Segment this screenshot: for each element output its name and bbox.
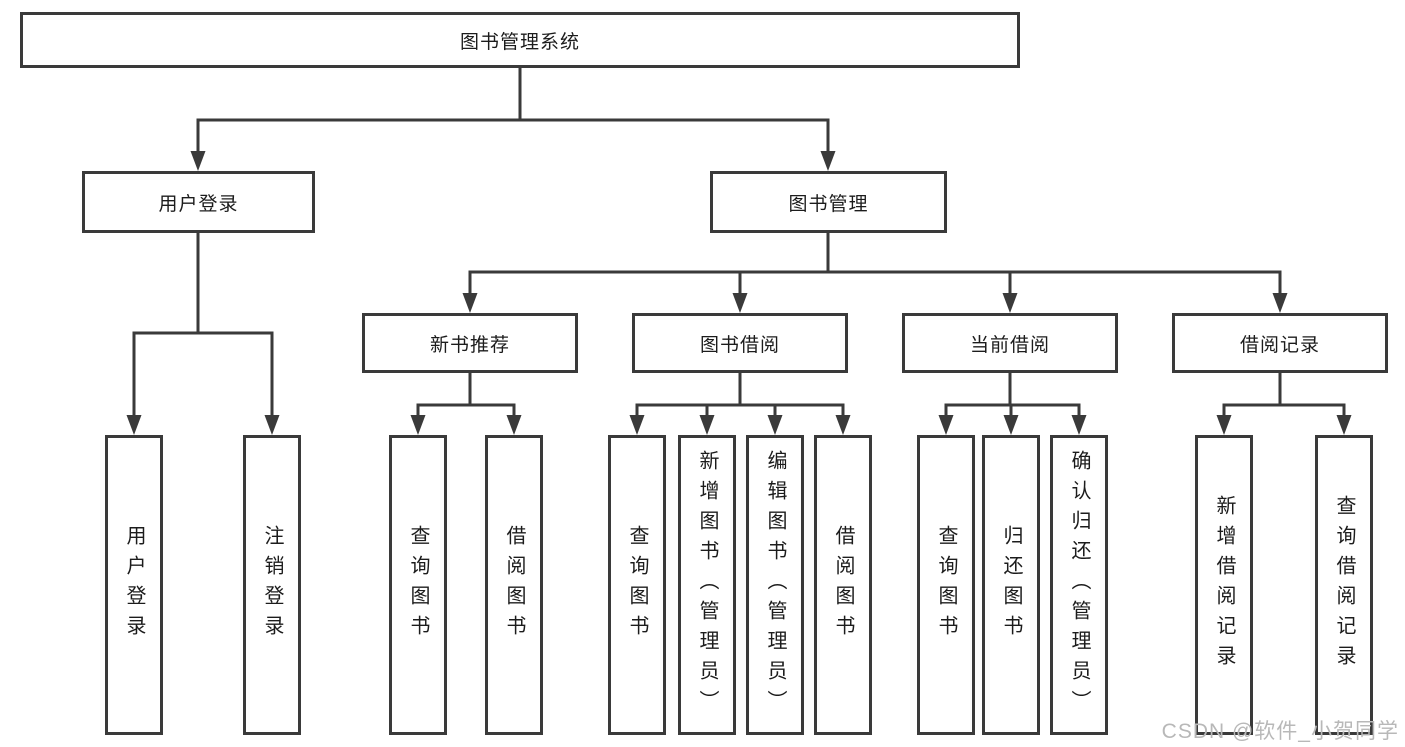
node-label: 查询图书: [626, 525, 648, 645]
node-leaf-query-books-borrowing: 查询图书: [608, 435, 666, 735]
node-leaf-return-books: 归还图书: [982, 435, 1040, 735]
node-label: 用户登录: [158, 193, 239, 215]
node-label: 新增图书（管理员）: [696, 450, 718, 720]
node-current-borrowing: 当前借阅: [902, 313, 1118, 373]
node-label: 编辑图书（管理员）: [764, 450, 786, 720]
node-book-borrowing: 图书借阅: [632, 313, 848, 373]
node-user-login: 用户登录: [82, 171, 315, 233]
node-label: 注销登录: [261, 525, 283, 645]
node-leaf-add-borrow-record: 新增借阅记录: [1195, 435, 1253, 735]
node-borrowing-records: 借阅记录: [1172, 313, 1388, 373]
node-label: 借阅图书: [832, 525, 854, 645]
node-leaf-add-books-admin: 新增图书（管理员）: [678, 435, 736, 735]
node-leaf-query-books-current: 查询图书: [917, 435, 975, 735]
node-label: 当前借阅: [969, 334, 1050, 356]
node-label: 借阅图书: [503, 525, 525, 645]
node-label: 新增借阅记录: [1213, 495, 1235, 675]
node-leaf-query-books-recommend: 查询图书: [389, 435, 447, 735]
node-label: 用户登录: [123, 525, 145, 645]
node-label: 图书借阅: [699, 334, 780, 356]
node-leaf-confirm-return-admin: 确认归还（管理员）: [1050, 435, 1108, 735]
node-label: 图书管理: [788, 193, 869, 215]
node-label: 借阅记录: [1239, 334, 1320, 356]
node-leaf-query-borrow-record: 查询借阅记录: [1315, 435, 1373, 735]
node-label: 新书推荐: [429, 334, 510, 356]
node-leaf-edit-books-admin: 编辑图书（管理员）: [746, 435, 804, 735]
node-leaf-logout: 注销登录: [243, 435, 301, 735]
node-book-management: 图书管理: [710, 171, 947, 233]
node-label: 查询图书: [407, 525, 429, 645]
node-leaf-user-login: 用户登录: [105, 435, 163, 735]
node-label: 查询借阅记录: [1333, 495, 1355, 675]
watermark: CSDN @软件_小贺同学: [1161, 720, 1399, 743]
node-label: 查询图书: [935, 525, 957, 645]
node-label: 图书管理系统: [459, 31, 580, 53]
node-label: 归还图书: [1000, 525, 1022, 645]
node-label: 确认归还（管理员）: [1068, 450, 1090, 720]
node-leaf-borrow-books-recommend: 借阅图书: [485, 435, 543, 735]
node-leaf-borrow-books-borrowing: 借阅图书: [814, 435, 872, 735]
node-library-management-system: 图书管理系统: [20, 12, 1020, 68]
node-new-book-recommend: 新书推荐: [362, 313, 578, 373]
